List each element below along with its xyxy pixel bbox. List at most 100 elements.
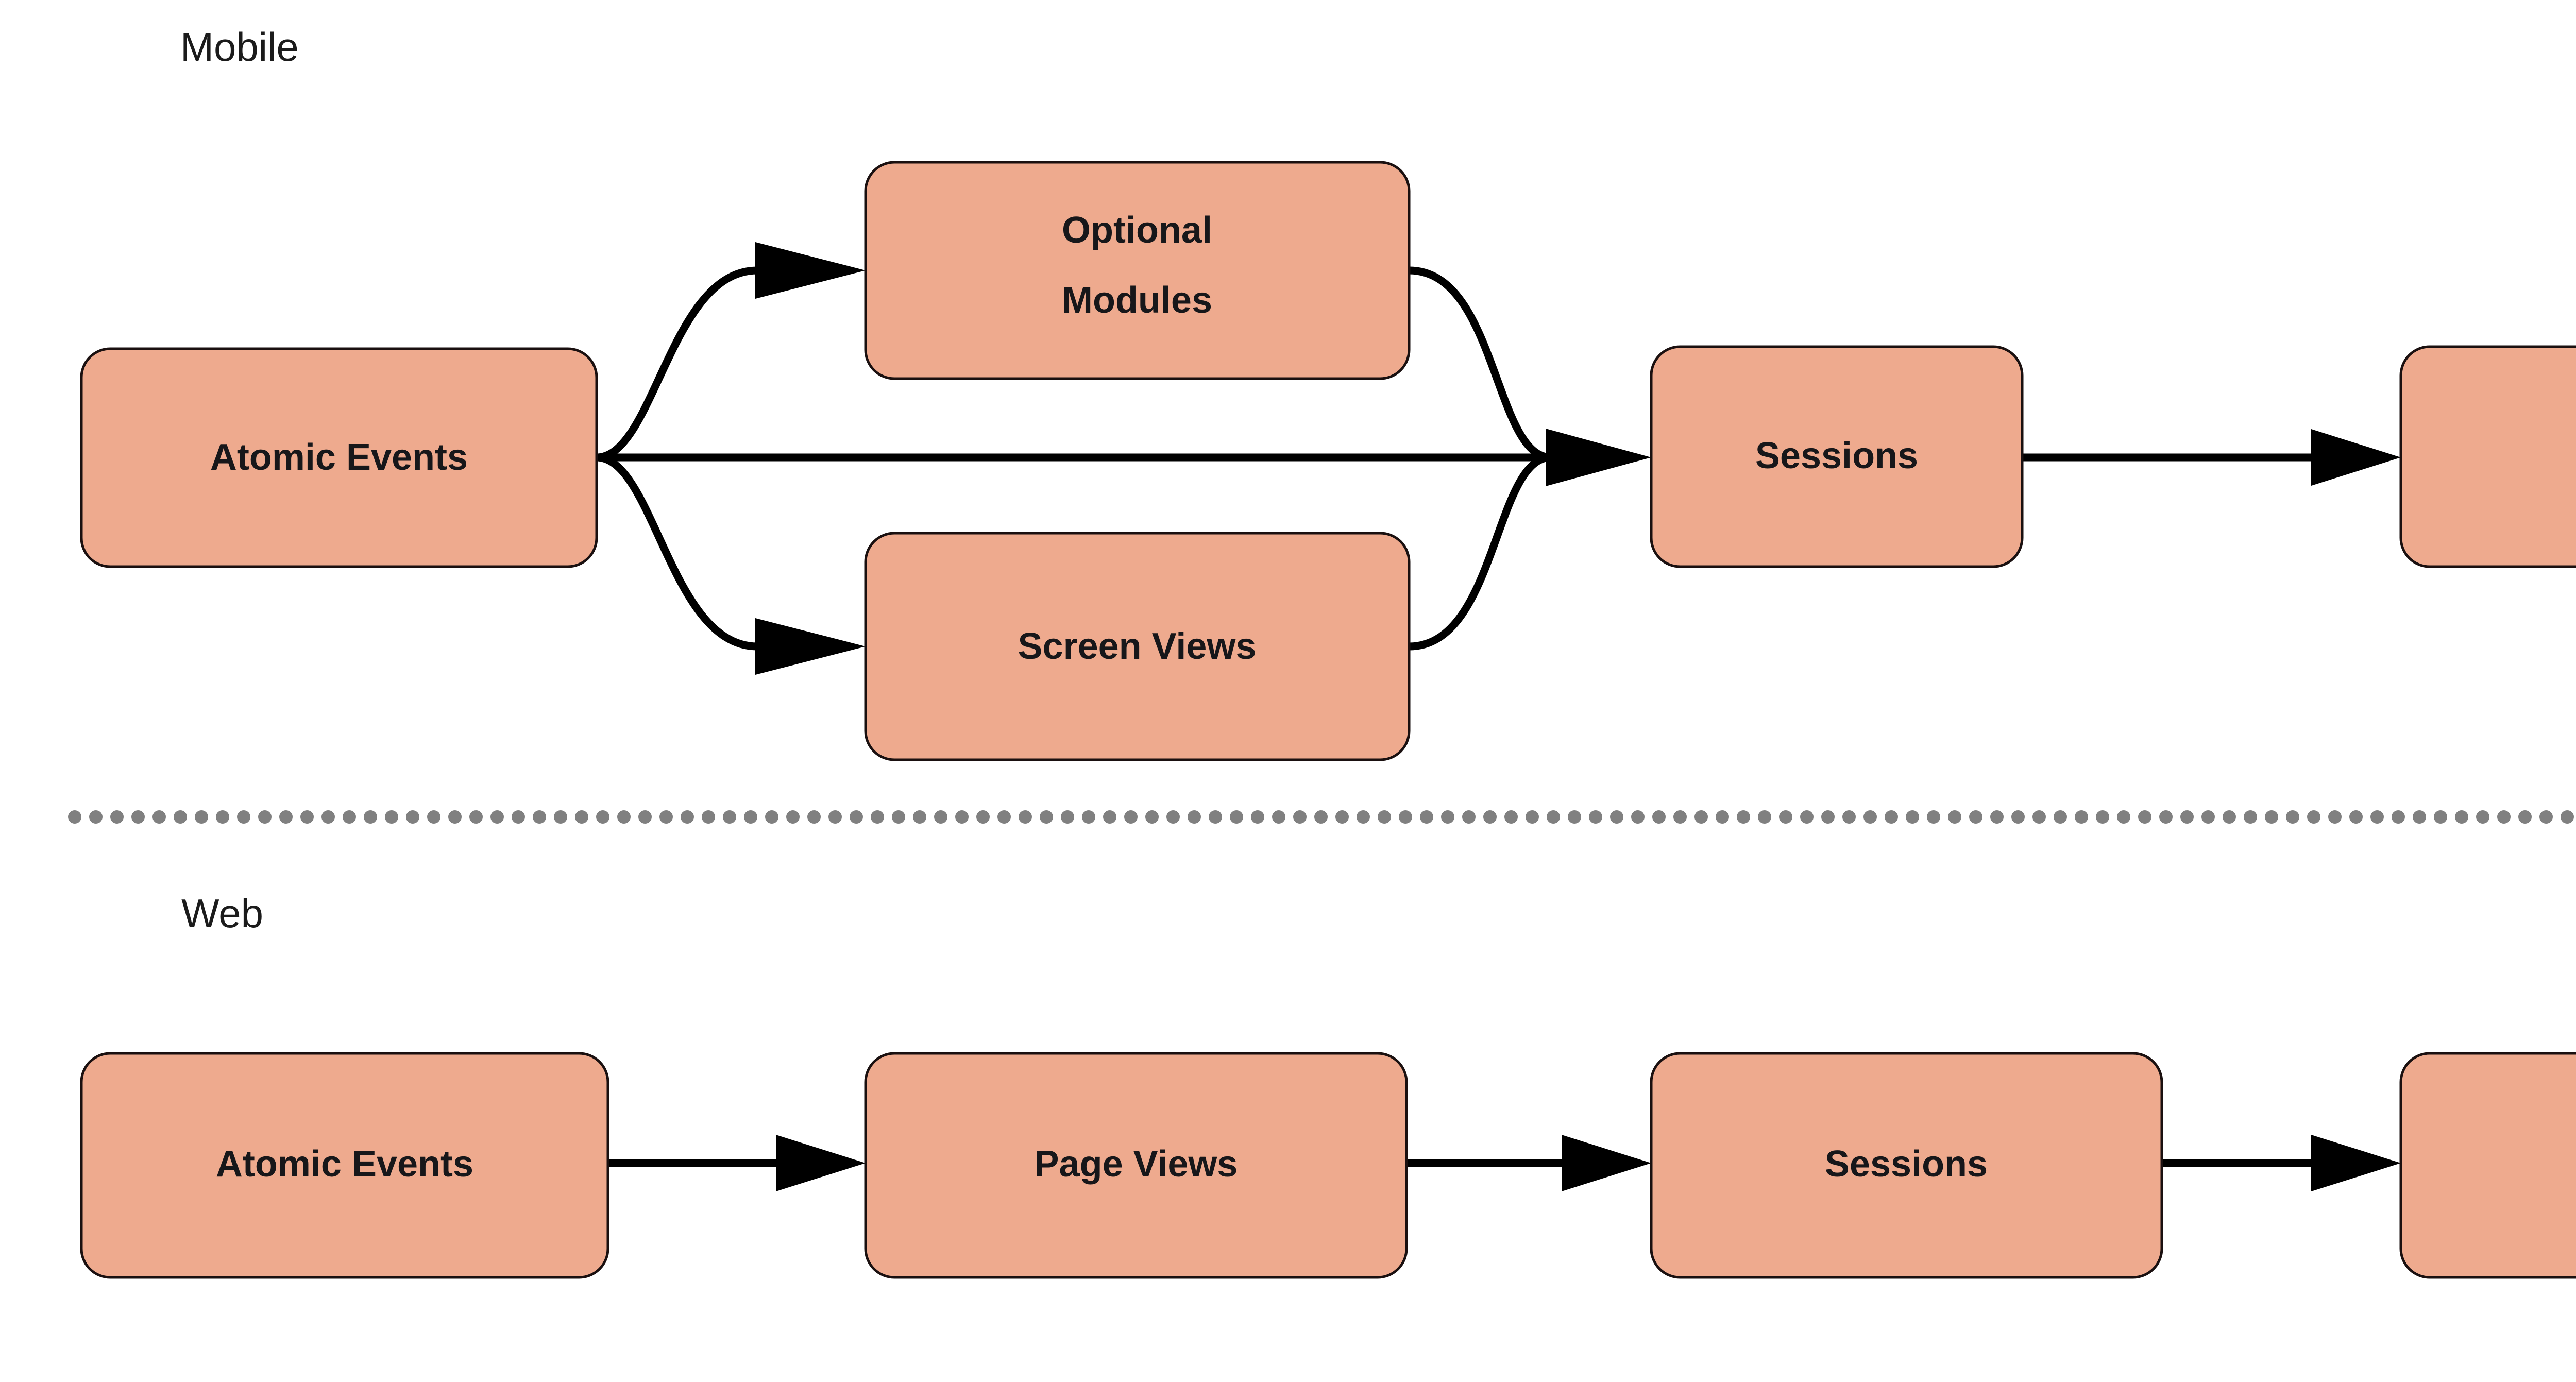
arrowhead-to-web-users	[2311, 1135, 2401, 1191]
node-label-mobile-atomic-events: Atomic Events	[210, 437, 468, 478]
web-node-users[interactable]: Users	[2399, 1052, 2576, 1279]
edge-screen-views-to-sessions	[1409, 453, 1551, 651]
mobile-node-optional-modules[interactable]: Optional Modules	[864, 161, 1411, 380]
edge-atomic-to-screen-views	[596, 453, 758, 651]
divider-dot	[1230, 810, 1243, 824]
web-node-atomic-events[interactable]: Atomic Events	[80, 1052, 609, 1279]
node-label-web-sessions: Sessions	[1825, 1144, 1988, 1185]
web-edges	[608, 1135, 2401, 1191]
divider-dot	[617, 810, 631, 824]
divider-dot	[321, 810, 335, 824]
divider-dot	[2497, 810, 2511, 824]
divider-dot	[174, 810, 187, 824]
arrowhead-to-mobile-users	[2311, 429, 2401, 486]
divider-dot	[2180, 810, 2194, 824]
divider-dot	[343, 810, 356, 824]
mobile-node-screen-views[interactable]: Screen Views	[864, 532, 1411, 761]
divider-dot	[2223, 810, 2236, 824]
divider-dot	[934, 810, 947, 824]
mobile-node-users[interactable]: Users	[2399, 345, 2576, 568]
divider-dot	[1441, 810, 1454, 824]
divider-dot	[406, 810, 419, 824]
divider-dot	[2413, 810, 2426, 824]
divider-dot	[385, 810, 398, 824]
divider-dot	[2539, 810, 2553, 824]
divider-dot	[1019, 810, 1032, 824]
divider-dot	[512, 810, 525, 824]
divider-dot	[1314, 810, 1328, 824]
section-label-web: Web	[181, 891, 263, 936]
divider-dot	[1547, 810, 1560, 824]
node-shape-web-sessions[interactable]	[1650, 1052, 2163, 1279]
divider-dot	[2201, 810, 2215, 824]
divider-dot	[131, 810, 145, 824]
divider-dot	[681, 810, 694, 824]
divider-dot	[744, 810, 757, 824]
divider-dot	[1188, 810, 1201, 824]
divider-dot	[850, 810, 863, 824]
divider-dot	[1357, 810, 1370, 824]
divider-dot	[765, 810, 778, 824]
divider-dot	[1885, 810, 1898, 824]
arrowhead-to-screen-views	[755, 618, 866, 675]
divider-dot	[1504, 810, 1518, 824]
divider-dot	[2349, 810, 2363, 824]
node-shape-mobile-optional-modules[interactable]	[864, 161, 1411, 380]
divider-dot	[2392, 810, 2405, 824]
node-shape-web-users[interactable]	[2399, 1052, 2576, 1279]
web-node-page-views[interactable]: Page Views	[864, 1052, 1408, 1279]
mobile-node-atomic-events[interactable]: Atomic Events	[80, 347, 598, 568]
section-label-mobile: Mobile	[180, 24, 299, 70]
divider-dot	[195, 810, 208, 824]
node-label-mobile-sessions: Sessions	[1755, 435, 1918, 476]
node-label-mobile-optional-modules-line1: Optional	[1062, 210, 1212, 251]
divider-dot	[1166, 810, 1180, 824]
divider-dot	[1842, 810, 1856, 824]
divider-dot	[1103, 810, 1116, 824]
divider-dot	[1631, 810, 1645, 824]
divider-dot	[1568, 810, 1581, 824]
divider-dot	[2159, 810, 2173, 824]
divider-dot	[575, 810, 588, 824]
divider-dot	[1969, 810, 1982, 824]
divider-dot	[1906, 810, 1919, 824]
divider-dot	[1483, 810, 1497, 824]
divider-dot	[533, 810, 546, 824]
divider-dot	[554, 810, 567, 824]
arrowhead-to-mobile-sessions	[1546, 429, 1651, 486]
arrowhead-to-web-sessions	[1562, 1135, 1651, 1191]
node-shape-web-atomic-events[interactable]	[80, 1052, 609, 1279]
node-shape-mobile-users[interactable]	[2399, 345, 2576, 568]
arrowhead-to-optional-modules	[755, 242, 866, 299]
divider-dot	[469, 810, 483, 824]
divider-dot	[2244, 810, 2257, 824]
divider-dot	[1694, 810, 1708, 824]
divider-dot	[2117, 810, 2130, 824]
divider-dot	[2075, 810, 2088, 824]
divider-dot	[300, 810, 314, 824]
node-shape-web-page-views[interactable]	[864, 1052, 1408, 1279]
divider-dot	[2518, 810, 2532, 824]
divider-dot	[1821, 810, 1835, 824]
divider-dot	[659, 810, 673, 824]
divider-dot	[1737, 810, 1750, 824]
divider-dot	[1927, 810, 1940, 824]
mobile-node-sessions[interactable]: Sessions	[1650, 345, 2024, 568]
divider-dot	[490, 810, 504, 824]
arrowhead-to-page-views	[776, 1135, 866, 1191]
node-label-web-page-views: Page Views	[1035, 1144, 1238, 1185]
node-shape-mobile-screen-views[interactable]	[864, 532, 1411, 761]
node-shape-mobile-sessions[interactable]	[1650, 345, 2024, 568]
divider-dot	[1758, 810, 1771, 824]
divider-dot	[1272, 810, 1285, 824]
divider-dot	[68, 810, 81, 824]
node-shape-mobile-atomic-events[interactable]	[80, 347, 598, 568]
divider-dot	[1948, 810, 1961, 824]
divider-dot	[976, 810, 990, 824]
divider-dot	[1652, 810, 1666, 824]
divider-dot	[152, 810, 166, 824]
web-node-sessions[interactable]: Sessions	[1650, 1052, 2163, 1279]
divider-dot	[1335, 810, 1349, 824]
divider-dot	[216, 810, 229, 824]
